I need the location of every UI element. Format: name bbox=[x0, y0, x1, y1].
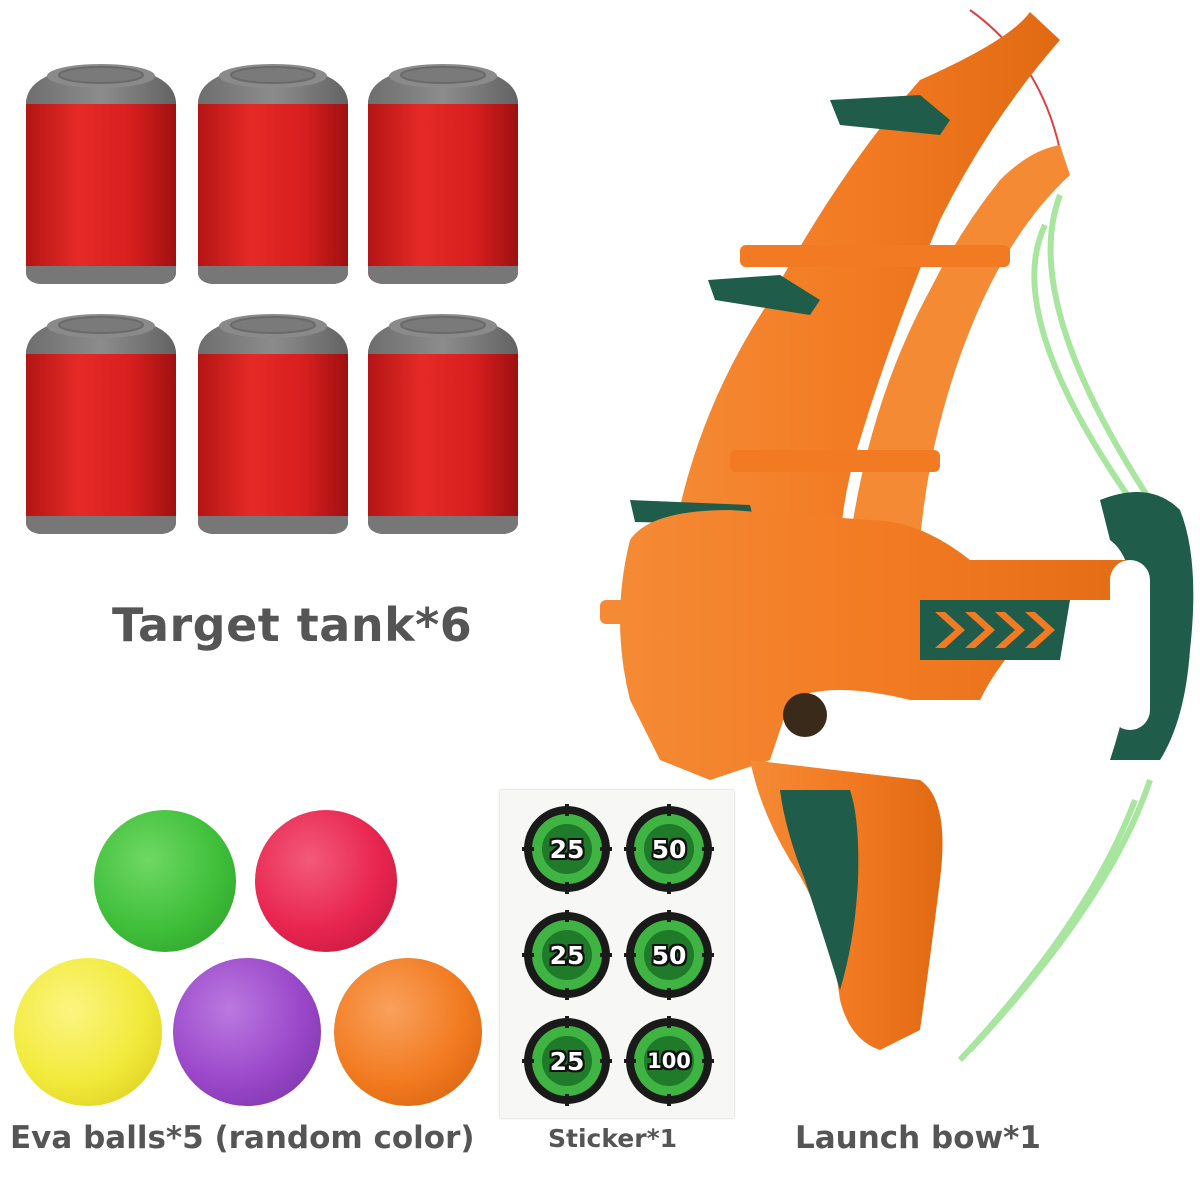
eva-balls-label: Eva balls*5 (random color) bbox=[10, 1120, 475, 1156]
sticker-score: 25 bbox=[549, 1046, 585, 1076]
sticker-badge: 25 bbox=[522, 910, 612, 1000]
target-can bbox=[26, 64, 176, 284]
target-can bbox=[26, 314, 176, 534]
bow-pad bbox=[708, 275, 820, 315]
eva-ball-orange bbox=[334, 958, 482, 1106]
bow-inner-limb bbox=[850, 145, 1070, 540]
grip-pad bbox=[780, 790, 859, 990]
sticker-score: 100 bbox=[647, 1049, 691, 1073]
target-can bbox=[368, 314, 518, 534]
launch-bow-label: Launch bow*1 bbox=[795, 1120, 1041, 1156]
bow-riser bbox=[620, 510, 1170, 780]
sticker-score: 50 bbox=[651, 834, 687, 864]
target-icon bbox=[624, 910, 714, 1000]
target-can bbox=[198, 64, 348, 284]
bow-pad bbox=[830, 95, 950, 135]
sticker-badge: 25 bbox=[522, 804, 612, 894]
launch-bow bbox=[600, 9, 1194, 1063]
sticker-score: 25 bbox=[549, 834, 585, 864]
bow-string bbox=[957, 9, 1153, 1063]
sticker-badge: 50 bbox=[624, 804, 714, 894]
sticker-badge: 50 bbox=[624, 910, 714, 1000]
eva-ball-red bbox=[255, 810, 397, 952]
target-icon bbox=[624, 1016, 714, 1106]
eva-ball-green bbox=[94, 810, 236, 952]
sticker-sheet: 25 50 25 bbox=[500, 790, 734, 1118]
target-can bbox=[198, 314, 348, 534]
sticker-badge: 100 bbox=[624, 1016, 714, 1106]
eva-ball-purple bbox=[173, 958, 321, 1106]
target-icon bbox=[522, 910, 612, 1000]
target-icon bbox=[522, 1016, 612, 1106]
bow-outer-limb bbox=[670, 12, 1060, 560]
target-icon bbox=[522, 804, 612, 894]
chevron-icon bbox=[935, 612, 1055, 648]
sticker-score: 25 bbox=[549, 940, 585, 970]
eva-ball-yellow bbox=[14, 958, 162, 1106]
sticker-label: Sticker*1 bbox=[548, 1124, 678, 1153]
target-icon bbox=[624, 804, 714, 894]
sticker-badge: 25 bbox=[522, 1016, 612, 1106]
target-can bbox=[368, 64, 518, 284]
target-tank-label: Target tank*6 bbox=[112, 598, 473, 652]
sticker-score: 50 bbox=[651, 940, 687, 970]
